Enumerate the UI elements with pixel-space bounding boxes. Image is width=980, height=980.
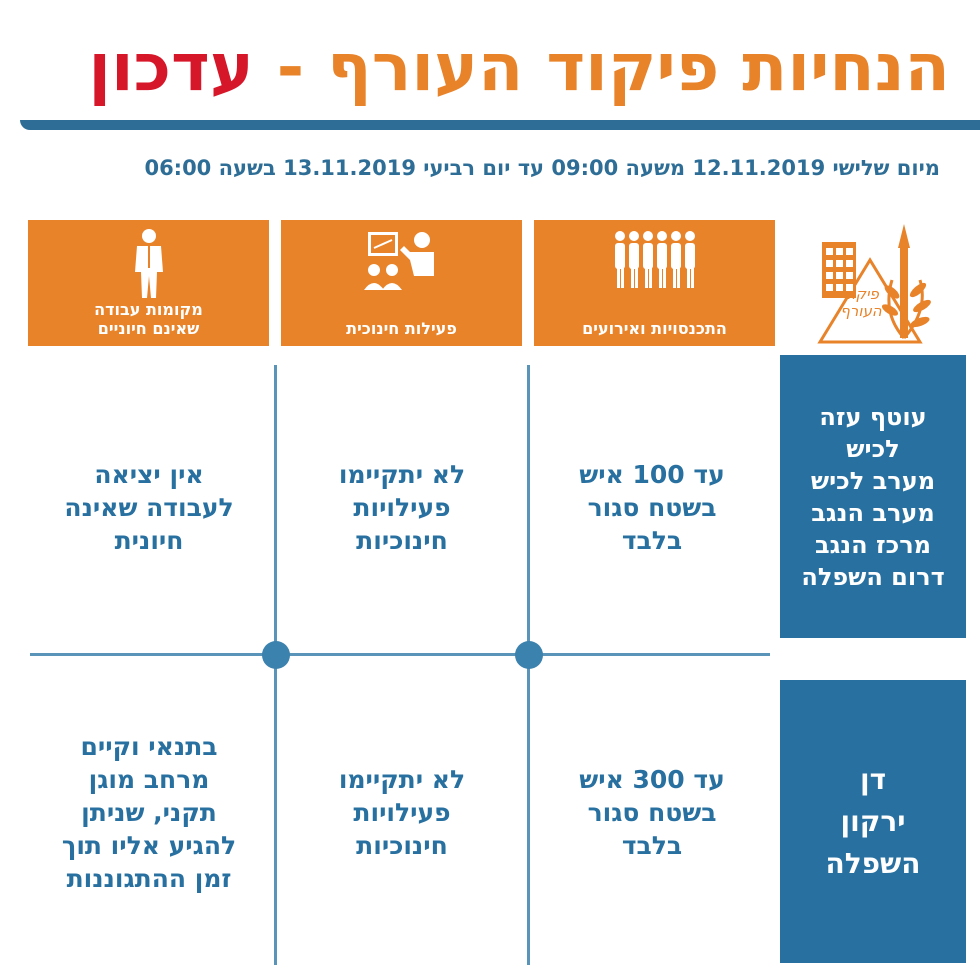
logo-icon <box>817 224 931 344</box>
page-title: הנחיות פיקוד העורף - עדכון <box>30 28 950 108</box>
cell-line: חינוכיות <box>356 526 448 555</box>
cell-line: בלבד <box>621 831 683 860</box>
home-front-command-logo: פיקוד העורף <box>808 220 946 350</box>
cell-line: תקני, שניתן <box>81 798 217 827</box>
region-box-south: עוטף עזה לכיש מערב לכיש מערב הנגב מרכז ה… <box>780 355 966 638</box>
cell-education-center: לא יתקיימו פעילויות חינוכיות <box>281 660 523 965</box>
cell-workplaces-center: בתנאי וקיים מרחב מוגן תקני, שניתן להגיע … <box>28 660 270 965</box>
cell-line: לא יתקיימו <box>338 765 466 794</box>
logo-text: פיקוד העורף <box>826 286 896 320</box>
cell-line: בשטח סגור <box>587 493 717 522</box>
grid-node <box>262 641 290 669</box>
people-gathering-icon <box>534 228 775 294</box>
cell-line: עד 300 איש <box>579 765 725 794</box>
cell-line: פעילויות <box>353 493 451 522</box>
region-name: עוטף עזה <box>819 402 927 431</box>
region-name: מערב לכיש <box>810 466 936 495</box>
cell-line: בלבד <box>621 526 683 555</box>
cell-education-south: לא יתקיימו פעילויות חינוכיות <box>281 365 523 650</box>
column-label-workplaces-line2: שאינם חיוניים <box>97 319 200 338</box>
region-name: מערב הנגב <box>811 498 935 527</box>
title-divider <box>20 120 980 130</box>
grid-node <box>515 641 543 669</box>
region-name: מרכז הנגב <box>814 530 932 559</box>
column-label-education: פעילות חינוכית <box>346 319 457 338</box>
cell-line: מרחב מוגן <box>88 765 210 794</box>
teacher-board-icon <box>281 228 522 296</box>
cell-line: לעבודה שאינה <box>64 493 234 522</box>
column-header-workplaces: מקומות עבודה שאינם חיוניים <box>28 220 269 346</box>
cell-line: בתנאי וקיים <box>80 732 218 761</box>
title-update: עדכון <box>88 29 254 106</box>
grid-divider <box>30 653 770 656</box>
cell-line: פעילויות <box>353 798 451 827</box>
cell-gatherings-center: עד 300 איש בשטח סגור בלבד <box>534 660 770 965</box>
column-label-workplaces: מקומות עבודה שאינם חיוניים <box>32 300 265 338</box>
cell-gatherings-south: עד 100 איש בשטח סגור בלבד <box>534 365 770 650</box>
logo-text-line1: פיקוד <box>843 285 879 303</box>
column-label-gatherings: התכנסויות ואירועים <box>582 319 727 338</box>
date-range-subtitle: מיום שלישי 12.11.2019 משעה 09:00 עד יום … <box>144 156 940 180</box>
title-main: הנחיות פיקוד העורף <box>327 29 950 106</box>
cell-workplaces-south: אין יציאה לעבודה שאינה חיונית <box>28 365 270 650</box>
cell-line: לא יתקיימו <box>338 460 466 489</box>
cell-line: חיונית <box>114 526 184 555</box>
cell-line: להגיע אליו תוך <box>61 831 237 860</box>
cell-line: אין יציאה <box>94 460 204 489</box>
column-header-gatherings: התכנסויות ואירועים <box>534 220 775 346</box>
region-name: לכיש <box>846 434 900 463</box>
title-separator: - <box>253 29 328 106</box>
column-header-education: פעילות חינוכית <box>281 220 522 346</box>
logo-text-line2: העורף <box>840 302 882 320</box>
cell-line: עד 100 איש <box>579 460 725 489</box>
region-name: השפלה <box>825 846 921 880</box>
region-name: ירקון <box>840 804 906 838</box>
region-name: דרום השפלה <box>801 562 945 591</box>
cell-line: חינוכיות <box>356 831 448 860</box>
column-label-workplaces-line1: מקומות עבודה <box>94 300 203 319</box>
region-box-center: דן ירקון השפלה <box>780 680 966 963</box>
worker-icon <box>28 228 269 304</box>
cell-line: זמן ההתגוננות <box>66 864 232 893</box>
cell-line: בשטח סגור <box>587 798 717 827</box>
region-name: דן <box>859 762 887 796</box>
